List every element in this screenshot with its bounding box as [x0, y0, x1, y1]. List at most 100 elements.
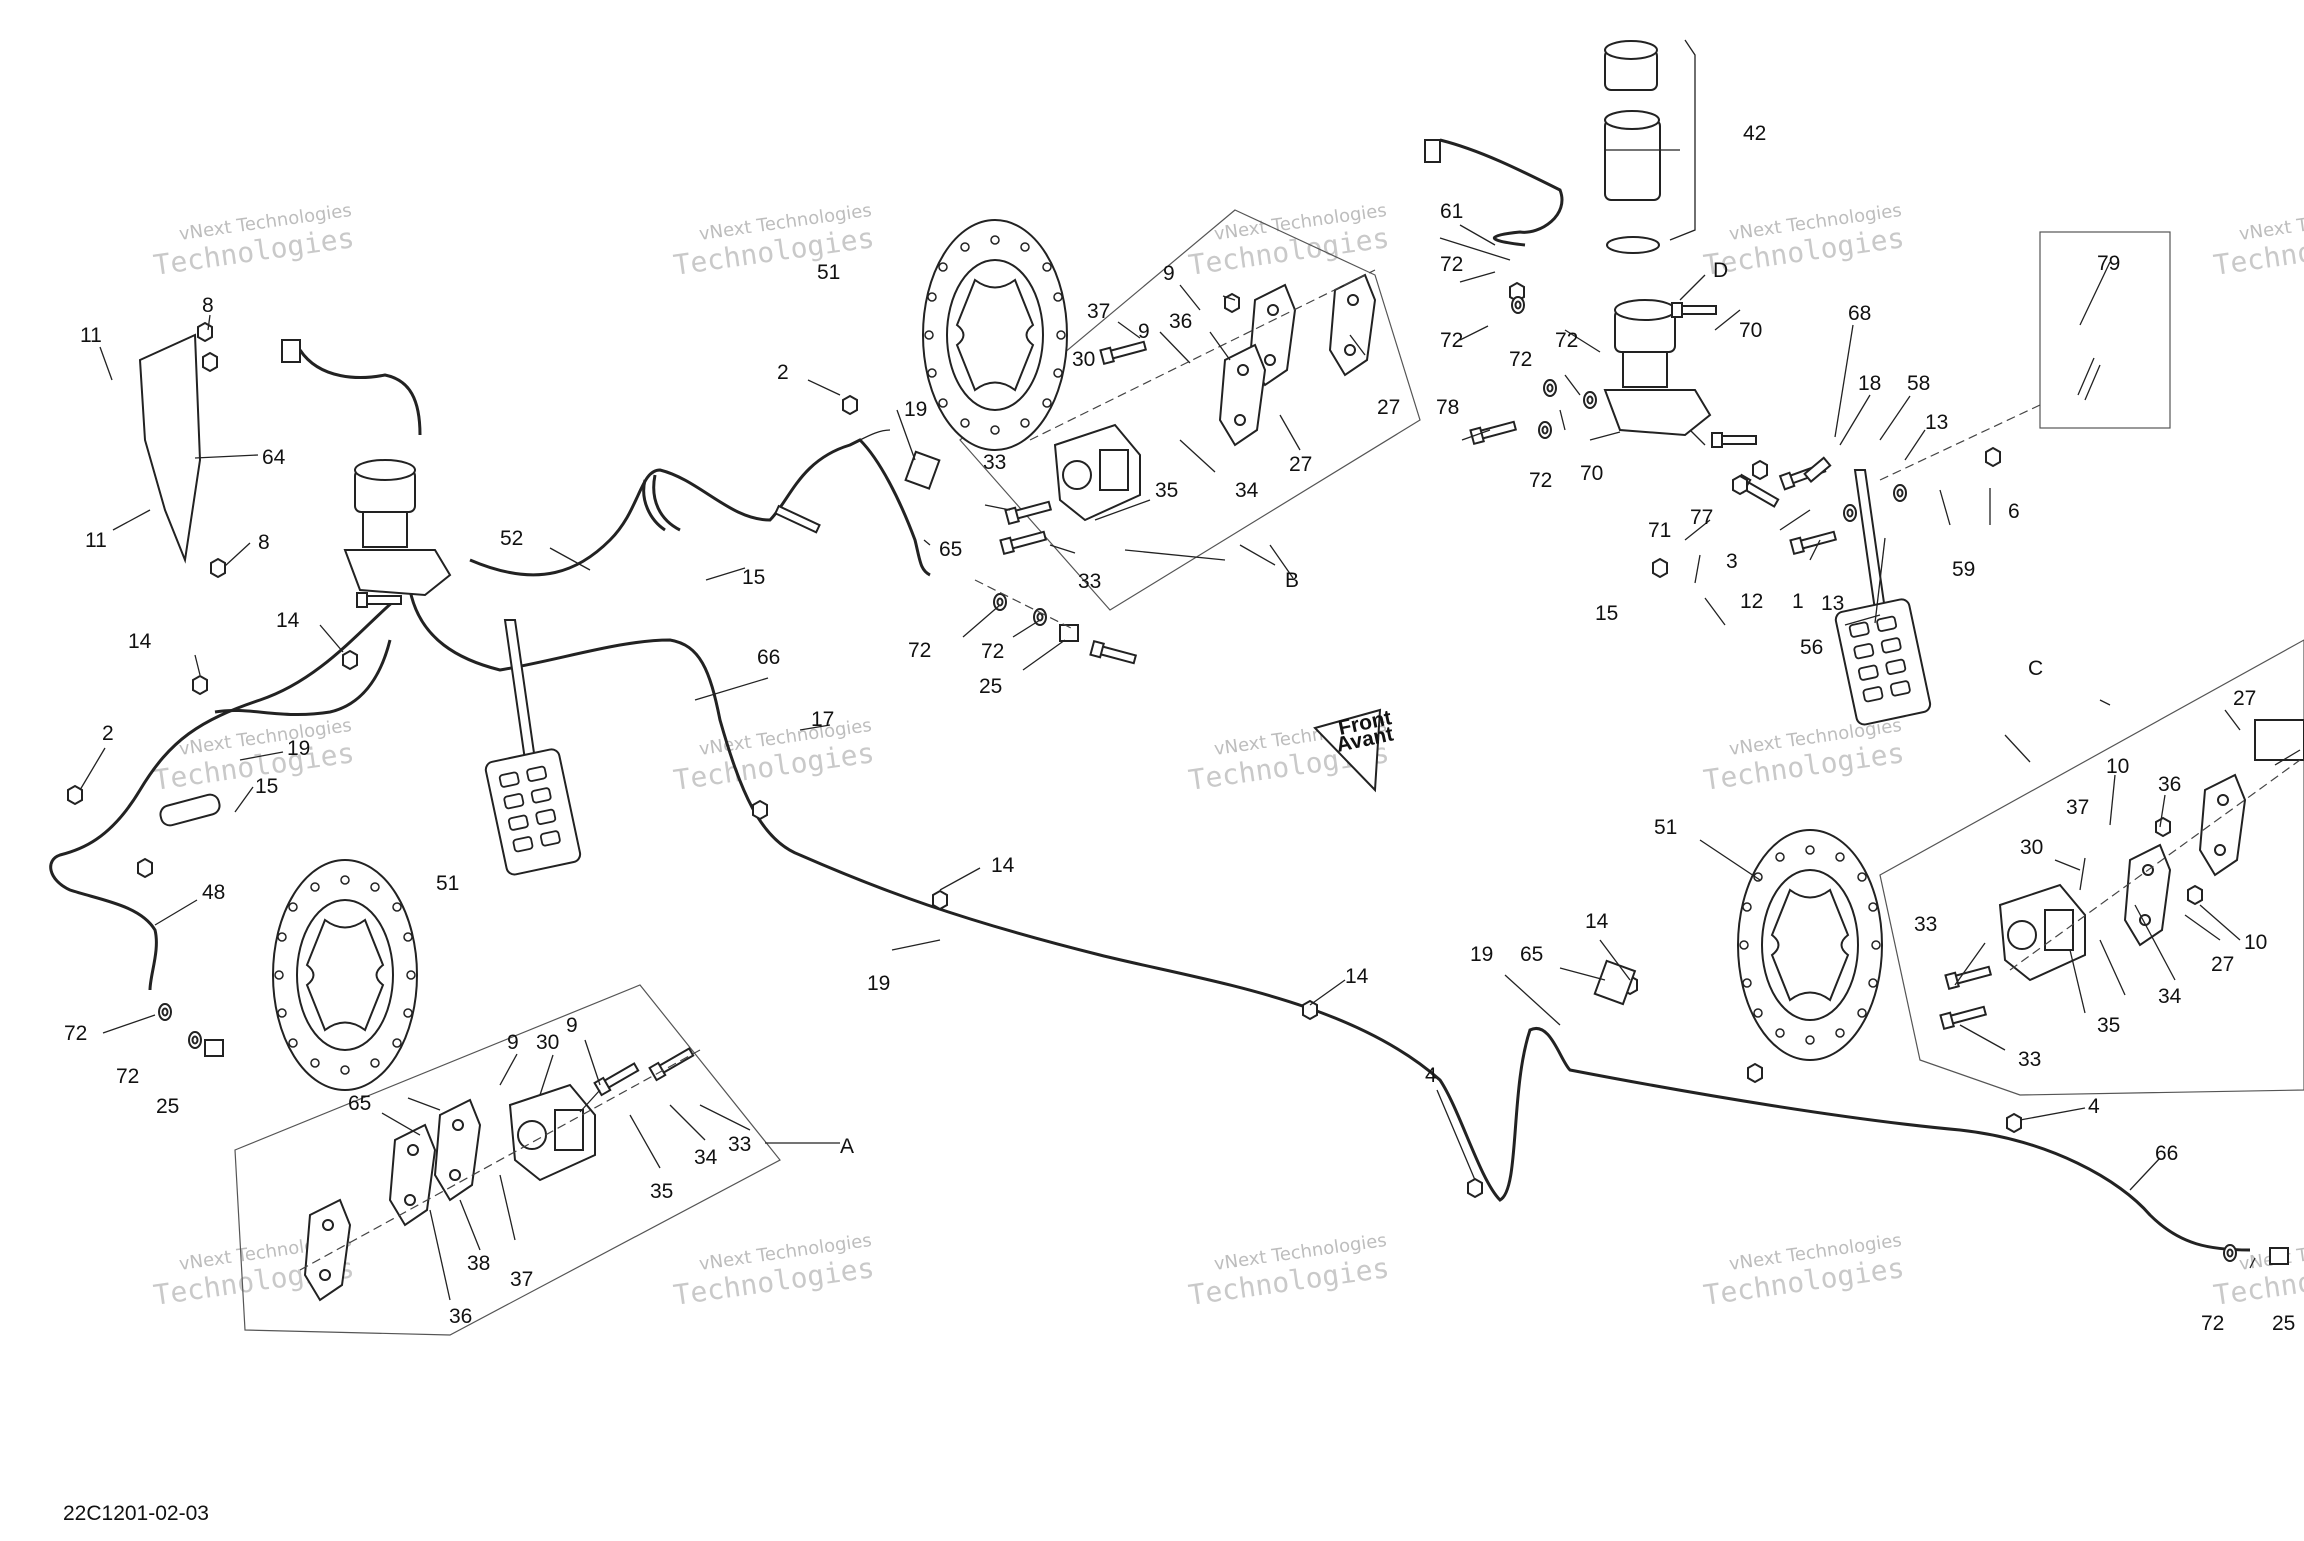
- callout-6: 6: [2008, 500, 2020, 523]
- callout-25: 25: [156, 1095, 179, 1118]
- callout-33: 33: [983, 451, 1006, 474]
- callout-27: 27: [2211, 953, 2234, 976]
- callout-71: 71: [1648, 519, 1671, 542]
- callout-14: 14: [1345, 965, 1369, 988]
- brake-pad-c: [2124, 844, 2171, 946]
- callout-72: 72: [1440, 253, 1463, 276]
- brake-pad-c: [2254, 719, 2304, 761]
- callout-34: 34: [694, 1146, 718, 1169]
- callout-34: 34: [2158, 985, 2182, 1008]
- callout-72: 72: [1529, 469, 1552, 492]
- callout-78: 78: [1436, 396, 1459, 419]
- callout-25: 25: [2272, 1312, 2295, 1335]
- callout-72: 72: [1555, 329, 1578, 352]
- callout-9: 9: [1138, 320, 1150, 343]
- group-label-a: A: [840, 1135, 854, 1158]
- callout-72: 72: [2201, 1312, 2224, 1335]
- callout-9: 9: [1163, 262, 1175, 285]
- callout-8: 8: [258, 531, 270, 554]
- callout-25: 25: [979, 675, 1002, 698]
- callout-2: 2: [777, 361, 789, 384]
- brake-pedal-left: [483, 619, 583, 877]
- brake-pad-a: [434, 1099, 481, 1201]
- caliper-bracket-a: [389, 1124, 436, 1226]
- master-cylinder-left: [281, 339, 451, 596]
- callout-1: 1: [1792, 590, 1804, 613]
- callout-33: 33: [2018, 1048, 2041, 1071]
- front-arrow: [1313, 708, 1382, 793]
- part-79-box: [2039, 231, 2171, 429]
- callout-19: 19: [867, 972, 890, 995]
- caliper-a: [509, 1084, 596, 1181]
- callout-13: 13: [1925, 411, 1948, 434]
- callout-9: 9: [507, 1031, 519, 1054]
- caliper-bracket-c: [2199, 774, 2246, 876]
- callout-18: 18: [1858, 372, 1881, 395]
- callout-9: 9: [566, 1014, 578, 1037]
- document-reference: 22C1201-02-03: [63, 1502, 209, 1525]
- callout-11: 11: [85, 529, 107, 552]
- callout-4: 4: [2088, 1095, 2100, 1118]
- callout-27: 27: [2233, 687, 2256, 710]
- callout-35: 35: [1155, 479, 1178, 502]
- callout-12: 12: [1740, 590, 1763, 613]
- callout-72: 72: [1440, 329, 1463, 352]
- callout-66: 66: [2155, 1142, 2178, 1165]
- callout-64: 64: [262, 446, 286, 469]
- callout-70: 70: [1580, 462, 1603, 485]
- callout-65: 65: [1520, 943, 1543, 966]
- callout-37: 37: [1087, 300, 1110, 323]
- callout-38: 38: [467, 1252, 490, 1275]
- reservoir-bracket: [1669, 39, 1696, 241]
- group-box-c: [1879, 639, 2304, 1096]
- callout-79: 79: [2097, 252, 2120, 275]
- group-label-c: C: [2028, 657, 2043, 680]
- callout-11: 11: [80, 324, 102, 347]
- callout-56: 56: [1800, 636, 1823, 659]
- callout-15: 15: [255, 775, 278, 798]
- callout-8: 8: [202, 294, 214, 317]
- brake-lines: [49, 138, 2251, 1252]
- callout-10: 10: [2106, 755, 2129, 778]
- callout-2: 2: [102, 722, 114, 745]
- brake-rotor: [272, 859, 418, 1091]
- callout-36: 36: [1169, 310, 1192, 333]
- leader-lines: [79, 149, 2301, 1301]
- brake-pad-b: [1329, 274, 1376, 376]
- callout-14: 14: [991, 854, 1015, 877]
- callout-17: 17: [811, 708, 834, 731]
- group-box-a: [234, 984, 781, 1336]
- callout-65: 65: [939, 538, 962, 561]
- callout-52: 52: [500, 527, 523, 550]
- callout-15: 15: [1595, 602, 1618, 625]
- callout-15: 15: [742, 566, 765, 589]
- callout-10: 10: [2244, 931, 2267, 954]
- callout-51: 51: [1654, 816, 1677, 839]
- callout-77: 77: [1690, 506, 1713, 529]
- callout-30: 30: [1072, 348, 1095, 371]
- callout-33: 33: [1914, 913, 1937, 936]
- fasteners: [67, 282, 2289, 1265]
- callout-42: 42: [1743, 122, 1766, 145]
- brake-rotor: [1737, 829, 1883, 1061]
- callout-37: 37: [2066, 796, 2089, 819]
- heat-shield-64: [138, 333, 202, 564]
- callout-72: 72: [908, 639, 931, 662]
- callout-58: 58: [1907, 372, 1930, 395]
- brake-pad-b: [1219, 344, 1266, 446]
- callout-14: 14: [1585, 910, 1609, 933]
- callout-35: 35: [2097, 1014, 2120, 1037]
- callout-68: 68: [1848, 302, 1871, 325]
- callout-72: 72: [64, 1022, 87, 1045]
- callout-51: 51: [436, 872, 459, 895]
- callout-51: 51: [817, 261, 840, 284]
- callout-72: 72: [116, 1065, 139, 1088]
- callout-37: 37: [510, 1268, 533, 1291]
- callout-72: 72: [981, 640, 1004, 663]
- callout-30: 30: [2020, 836, 2043, 859]
- callout-36: 36: [449, 1305, 472, 1328]
- callout-27: 27: [1289, 453, 1312, 476]
- callout-33: 33: [728, 1133, 751, 1156]
- callout-labels: 11 8 64 11 8 2 51 19 52 14 14 2 19 15 48…: [64, 122, 2295, 1335]
